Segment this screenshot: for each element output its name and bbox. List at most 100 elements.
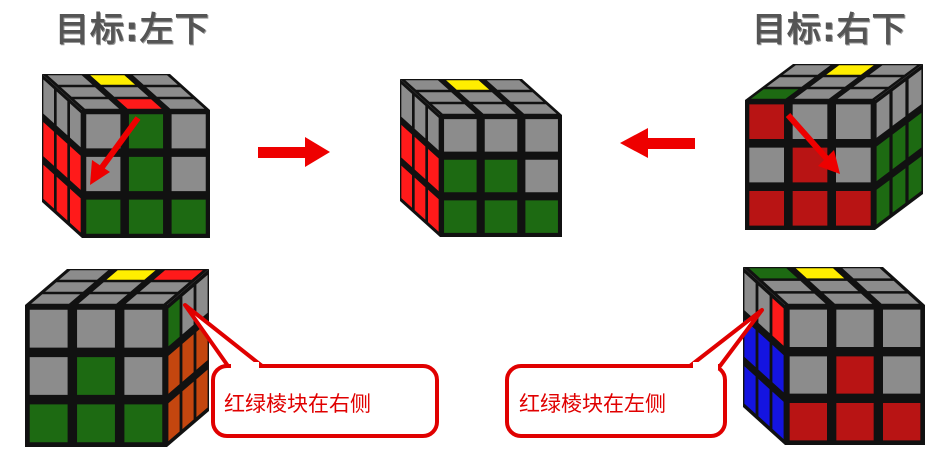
sticker — [171, 156, 206, 192]
sticker — [836, 147, 871, 183]
cube-bottom-right — [743, 267, 925, 445]
sticker — [168, 346, 180, 394]
sticker — [789, 403, 827, 441]
sticker — [139, 282, 189, 292]
callout-text-right-side: 红绿棱块在右侧 — [224, 392, 371, 416]
sticker — [70, 146, 81, 190]
sticker — [772, 298, 784, 346]
sticker — [401, 165, 412, 208]
sticker — [77, 309, 115, 348]
sticker — [401, 84, 412, 127]
sticker — [56, 176, 68, 221]
sticker — [444, 119, 477, 152]
sticker — [486, 80, 530, 90]
sticker — [869, 65, 918, 75]
sticker — [836, 403, 874, 441]
sticker — [777, 293, 826, 304]
sticker — [749, 104, 784, 139]
sticker — [789, 309, 827, 347]
sticker — [876, 136, 890, 182]
sticker — [842, 268, 891, 279]
sticker — [853, 77, 902, 87]
sticker — [763, 280, 812, 292]
sticker — [432, 104, 476, 114]
sticker — [823, 293, 873, 304]
sticker — [43, 79, 54, 124]
sticker — [772, 344, 784, 393]
sticker — [525, 200, 558, 233]
sticker — [500, 92, 544, 102]
sticker — [809, 280, 859, 292]
sticker — [883, 356, 921, 394]
sticker — [43, 122, 54, 166]
sticker — [106, 270, 156, 280]
cube-top-left — [42, 74, 210, 238]
sticker — [428, 189, 439, 232]
sticker — [86, 114, 121, 149]
sticker — [414, 136, 426, 180]
sticker — [525, 119, 558, 152]
sticker — [766, 77, 815, 87]
sticker — [908, 156, 922, 201]
sticker — [116, 99, 162, 109]
sticker — [750, 89, 799, 99]
sticker — [124, 357, 163, 395]
sticker — [758, 285, 770, 334]
sticker — [810, 77, 858, 87]
sticker — [86, 199, 121, 234]
sticker — [836, 309, 874, 347]
sticker — [513, 104, 557, 114]
sticker — [29, 357, 68, 395]
arrow-right-icon — [258, 137, 330, 167]
move-arrow-down-right-icon — [785, 113, 840, 174]
sticker — [77, 404, 115, 443]
sticker — [758, 332, 770, 380]
sticker — [428, 108, 439, 151]
sticker — [418, 92, 462, 102]
sticker — [168, 393, 180, 442]
sticker — [47, 75, 93, 85]
sticker — [525, 159, 558, 193]
sticker — [159, 99, 205, 109]
sticker — [744, 272, 756, 321]
sticker — [182, 334, 194, 382]
sticker — [883, 403, 921, 441]
sticker — [472, 104, 516, 114]
sticker — [892, 81, 906, 126]
sticker — [789, 356, 827, 394]
goal-title-right: 目标:右下 — [752, 10, 907, 50]
sticker — [749, 147, 784, 183]
sticker — [484, 119, 518, 152]
sticker — [444, 159, 477, 193]
sticker — [837, 89, 886, 99]
sticker — [792, 147, 828, 183]
sticker — [29, 309, 68, 348]
sticker — [876, 180, 890, 225]
sticker — [856, 280, 905, 292]
sticker — [744, 366, 756, 414]
callout-right-side — [183, 303, 439, 438]
sticker — [758, 378, 770, 427]
sticker — [128, 199, 164, 234]
sticker — [414, 177, 426, 220]
callout-left-side — [505, 308, 764, 438]
sticker — [749, 191, 784, 226]
move-arrow-down-left-icon — [90, 116, 141, 185]
sticker — [883, 309, 921, 347]
sticker — [446, 80, 490, 90]
sticker — [125, 294, 175, 304]
sticker — [182, 381, 194, 430]
sticker — [128, 156, 164, 192]
sticker — [45, 282, 95, 292]
sticker — [56, 134, 68, 178]
sticker — [459, 92, 503, 102]
sticker — [171, 114, 206, 149]
sticker — [78, 294, 128, 304]
sticker — [70, 188, 81, 233]
sticker — [795, 268, 845, 279]
sticker — [826, 65, 874, 75]
cube-bottom-left — [25, 269, 209, 447]
sticker — [892, 168, 906, 213]
sticker — [92, 282, 142, 292]
